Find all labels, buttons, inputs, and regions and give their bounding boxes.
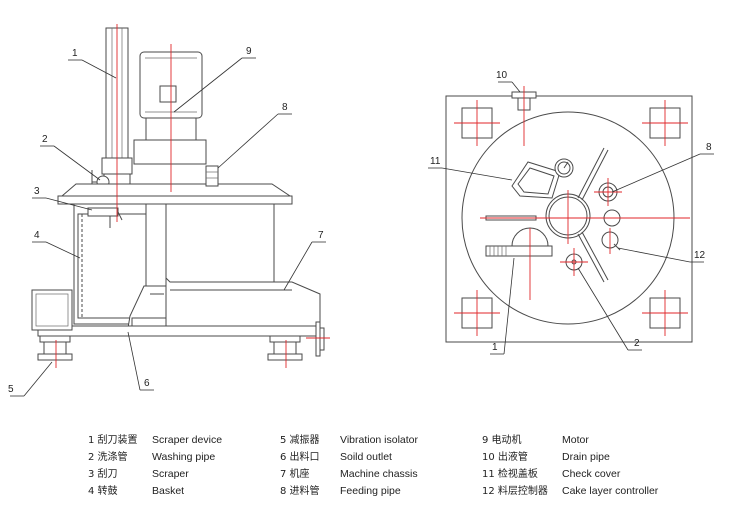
- callout-top: 12: [694, 250, 706, 261]
- machine-chassis: [165, 276, 321, 329]
- callout-top: 8: [706, 142, 712, 153]
- callout-top: 11: [430, 156, 441, 167]
- callout-top: 1: [492, 342, 498, 353]
- side-view: [31, 24, 330, 368]
- callout-top: 2: [634, 338, 640, 349]
- check-cover: [511, 161, 561, 199]
- callout-side: 1: [72, 48, 78, 59]
- scraper: [87, 207, 119, 217]
- side-leaders: [10, 57, 326, 397]
- feeding-pipe: [205, 165, 219, 187]
- callout-top: 10: [496, 70, 508, 81]
- callout-side: 2: [42, 134, 48, 145]
- centrifuge-drawing: 1 2 3 4 5 6 7 8 9: [8, 24, 714, 397]
- top-view: [445, 86, 693, 343]
- callout-side: 9: [246, 46, 252, 57]
- vibration-isolator-right: [269, 335, 301, 343]
- top-cover: [60, 183, 292, 197]
- vibration-isolator-left: [39, 335, 71, 343]
- callout-side: 6: [144, 378, 150, 389]
- side-callout-labels: 1 2 3 4 5 6 7 8 9: [8, 46, 324, 395]
- base-frame: [37, 325, 317, 337]
- callout-side: 7: [318, 230, 324, 241]
- callout-side: 5: [8, 384, 14, 395]
- top-leaders: [428, 81, 714, 355]
- callout-side: 4: [34, 230, 40, 241]
- top-callout-labels: 10 11 8 12 1 2: [430, 70, 712, 353]
- side-box: [31, 289, 73, 331]
- callout-side: 3: [34, 186, 40, 197]
- callout-side: 8: [282, 102, 288, 113]
